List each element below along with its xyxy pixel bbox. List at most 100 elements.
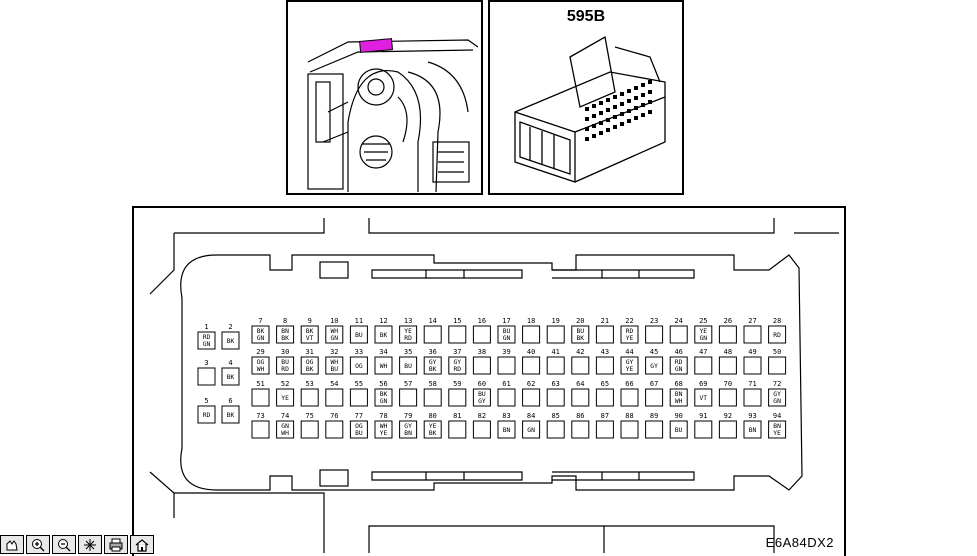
wire-color-code: BN [749,427,757,434]
pin-cavity [221,367,240,386]
wire-color-code: VT [700,395,708,402]
pin-cavity [718,420,737,439]
zoom-out-button[interactable] [52,535,76,554]
pin-number: 23 [650,317,658,325]
pin-66: 66 [620,380,639,407]
pin-cavity [251,325,270,344]
pin-number: 19 [551,317,559,325]
pin-cavity [472,356,491,375]
pin-number: 74 [281,412,289,420]
pin-number: 86 [576,412,584,420]
pin-cavity [423,388,442,407]
pin-47: 47 [694,348,713,375]
pin-cavity [399,420,418,439]
pin-48: 48 [718,348,737,375]
pin-cavity [197,331,216,350]
zoom-in-button[interactable] [26,535,50,554]
pin-number: 26 [724,317,732,325]
pin-cavity [349,325,368,344]
pin-number: 21 [601,317,609,325]
wire-color-code: RD [773,332,781,339]
pin-number: 56 [379,380,387,388]
wire-color-code: BU [355,430,363,437]
pin-41: 41 [546,348,565,375]
wire-color-code: BU [355,332,363,339]
home-button[interactable] [130,535,154,554]
wire-color-code: GN [331,335,339,342]
pin-cavity [546,356,565,375]
pin-cavity [276,388,295,407]
wire-color-code: YE [626,335,634,342]
pin-number: 43 [601,348,609,356]
pin-cavity [718,325,737,344]
wire-color-code: BK [577,335,585,342]
pin-15: 15 [448,317,467,344]
connector-3d-drawing [514,35,666,183]
pin-6: 6BK [221,397,240,424]
pin-cavity [694,356,713,375]
wire-color-code: RD [203,412,211,419]
pin-number: 30 [281,348,289,356]
wire-color-code: RD [281,366,289,373]
pin-number: 73 [256,412,264,420]
pin-cavity [399,388,418,407]
pin-number: 42 [576,348,584,356]
wire-color-code: VT [306,335,314,342]
pin-number: 64 [576,380,584,388]
pin-cavity [349,420,368,439]
wire-color-code: YE [773,430,781,437]
pin-number: 78 [379,412,387,420]
pin-cavity [251,420,270,439]
wire-color-code: GY [478,398,486,405]
pin-number: 33 [355,348,363,356]
pin-number: 22 [625,317,633,325]
pin-number: 11 [355,317,363,325]
pin-cavity [669,420,688,439]
wire-color-code: RD [675,359,683,366]
pin-27: 27 [743,317,762,344]
pin-65: 65 [595,380,614,407]
wire-color-code: BU [478,391,486,398]
diagram-reference-code: E6A84DX2 [765,535,834,550]
wire-color-code: BK [257,328,265,335]
pin-number: 31 [305,348,313,356]
pin-cavity [197,405,216,424]
wire-color-code: GN [203,341,211,348]
pin-81: 81 [448,412,467,439]
print-button[interactable] [104,535,128,554]
pin-cavity [251,356,270,375]
wire-color-code: GY [404,423,412,430]
pin-cavity [399,325,418,344]
pin-number: 3 [204,359,208,367]
pin-cavity [423,420,442,439]
select-pointer-button[interactable] [78,535,102,554]
wire-color-code: GN [700,335,708,342]
pin-number: 83 [502,412,510,420]
wire-color-code: GN [380,398,388,405]
location-illustration [286,0,483,195]
pin-58: 58 [423,380,442,407]
wire-color-code: BU [404,363,412,370]
pin-number: 25 [699,317,707,325]
pin-cavity [448,325,467,344]
pin-number: 35 [404,348,412,356]
pin-cavity [325,388,344,407]
pan-hand-button[interactable] [0,535,24,554]
pin-number: 88 [625,412,633,420]
pin-cavity [276,325,295,344]
pin-number: 10 [330,317,338,325]
pin-number: 62 [527,380,535,388]
pin-55: 55 [349,380,368,407]
pin-cavity [595,420,614,439]
pin-cavity [522,325,541,344]
pin-number: 82 [478,412,486,420]
pin-cavity [497,420,516,439]
pin-cavity [571,356,590,375]
pin-cavity [300,388,319,407]
pin-82: 82 [472,412,491,439]
wire-color-code: BN [773,423,781,430]
